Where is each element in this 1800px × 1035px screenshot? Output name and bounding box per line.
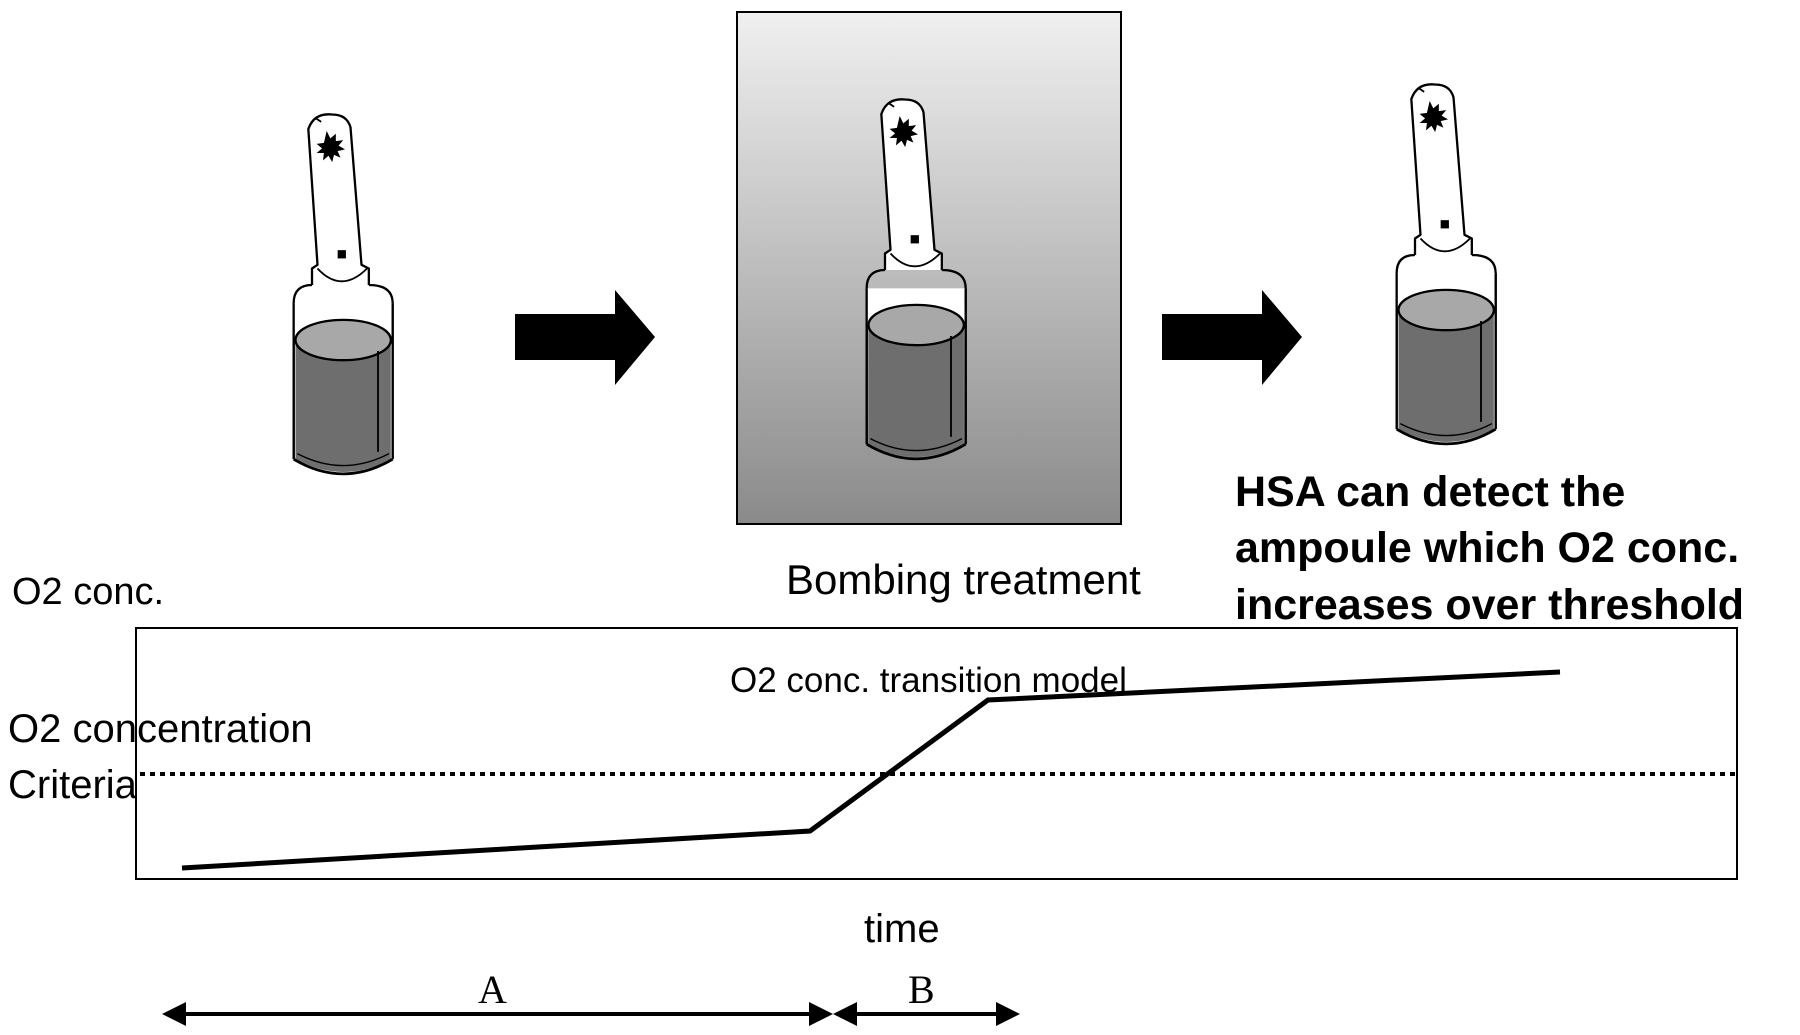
plot-frame [135,627,1738,880]
phase-a-left-arrowhead [162,1002,186,1026]
ampoule-before-icon [292,112,395,476]
model-label: O2 conc. transition model [730,661,1127,700]
ampoule-after-icon [1395,82,1498,446]
phase-a-right-arrowhead [809,1002,833,1026]
o2-transition-curve [181,669,1561,871]
x-axis-label: time [864,907,940,951]
right-arrow-icon-2 [1162,290,1302,385]
phase-b-right-arrowhead [996,1002,1020,1026]
y-axis-label: O2 conc. [12,571,164,613]
bombing-treatment-label: Bombing treatment [786,556,1141,603]
phase-a-label: A [478,967,507,1012]
hsa-caption-line2: ampoule which O2 conc. [1235,524,1739,572]
phase-b-left-arrowhead [833,1002,857,1026]
right-arrow-icon [515,290,655,385]
hsa-caption-line3: increases over threshold [1235,581,1744,629]
hsa-caption-line1: HSA can detect the [1235,468,1625,516]
criteria-label-line1: O2 concentration [8,707,313,751]
phase-b-label: B [908,967,935,1012]
criteria-label-line2: Criteria [8,763,138,807]
